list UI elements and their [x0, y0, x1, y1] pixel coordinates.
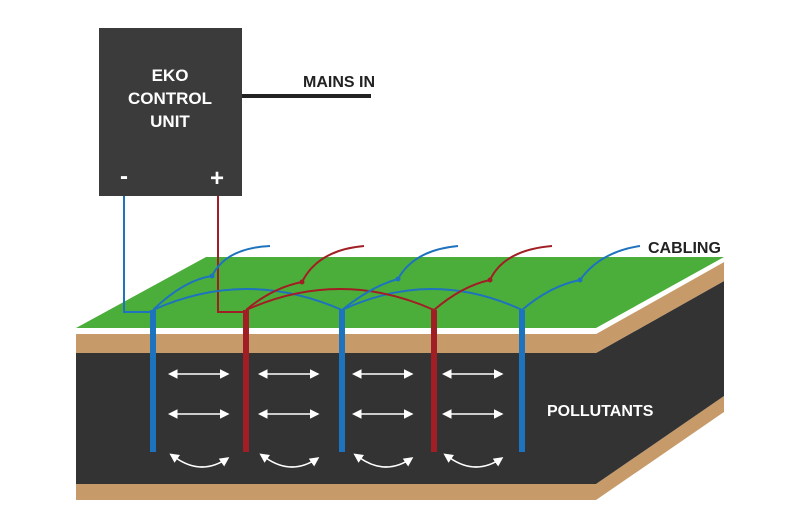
control-unit: EKO CONTROL UNIT - + [99, 28, 242, 196]
curved-flow-arrow-icon [259, 453, 320, 468]
negative-arc-3 [152, 275, 213, 311]
junction-dot [487, 277, 493, 283]
positive-arc-1 [245, 288, 435, 311]
ground-slab [76, 257, 724, 500]
electrode-positive-2 [431, 310, 437, 452]
positive-arc-3 [433, 279, 491, 311]
terminal-wires [123, 196, 246, 313]
negative-terminal-wire [123, 196, 150, 313]
soil-top-band-front [76, 334, 596, 353]
negative-arc-5 [521, 279, 581, 311]
electrode-negative-1 [150, 310, 156, 452]
cabling-arcs [152, 275, 581, 311]
electrode-negative-2 [339, 310, 345, 452]
positive-terminal-wire [217, 196, 246, 313]
lead-3 [397, 245, 459, 280]
curved-flow-arrow-icon [353, 453, 414, 468]
lead-5 [579, 245, 641, 281]
control-unit-title-line-3: UNIT [150, 112, 190, 131]
mains-in-label: MAINS IN [303, 74, 375, 91]
lead-1 [211, 245, 271, 277]
junction-dot [299, 279, 305, 285]
lead-2 [301, 245, 365, 283]
junction-dot [209, 273, 215, 279]
junction-dot [577, 277, 583, 283]
control-unit-title-line-1: EKO [152, 66, 189, 85]
soil-bottom-band-front [76, 484, 596, 500]
curved-flow-arrow-icon [443, 453, 504, 468]
negative-arc-4 [341, 278, 399, 311]
electrodes [150, 310, 525, 452]
electrode-negative-3 [519, 310, 525, 452]
ground-edge-front [76, 328, 596, 334]
migration-arrows [168, 369, 504, 468]
cable-junctions [209, 273, 583, 285]
pollutants-label: POLLUTANTS [547, 403, 654, 420]
electrode-positive-1 [243, 310, 249, 452]
positive-arc-2 [245, 281, 303, 311]
curved-flow-arrow-icon [169, 453, 230, 468]
soil-top-band-side [596, 262, 724, 353]
soil-bottom-band-side [596, 396, 724, 500]
ground-edge-side [596, 257, 724, 334]
soil-core-side [596, 281, 724, 484]
soil-core-front [76, 353, 596, 484]
lead-4 [489, 245, 553, 281]
positive-terminal-label: + [210, 165, 224, 192]
junction-dot [395, 276, 401, 282]
cabling-leads [211, 245, 641, 283]
cabling-label: CABLING [648, 240, 721, 257]
negative-arc-1 [152, 288, 343, 311]
control-unit-box [99, 28, 242, 196]
negative-terminal-label: - [120, 163, 128, 190]
control-unit-title-line-2: CONTROL [128, 89, 212, 108]
negative-arc-2 [341, 288, 523, 311]
